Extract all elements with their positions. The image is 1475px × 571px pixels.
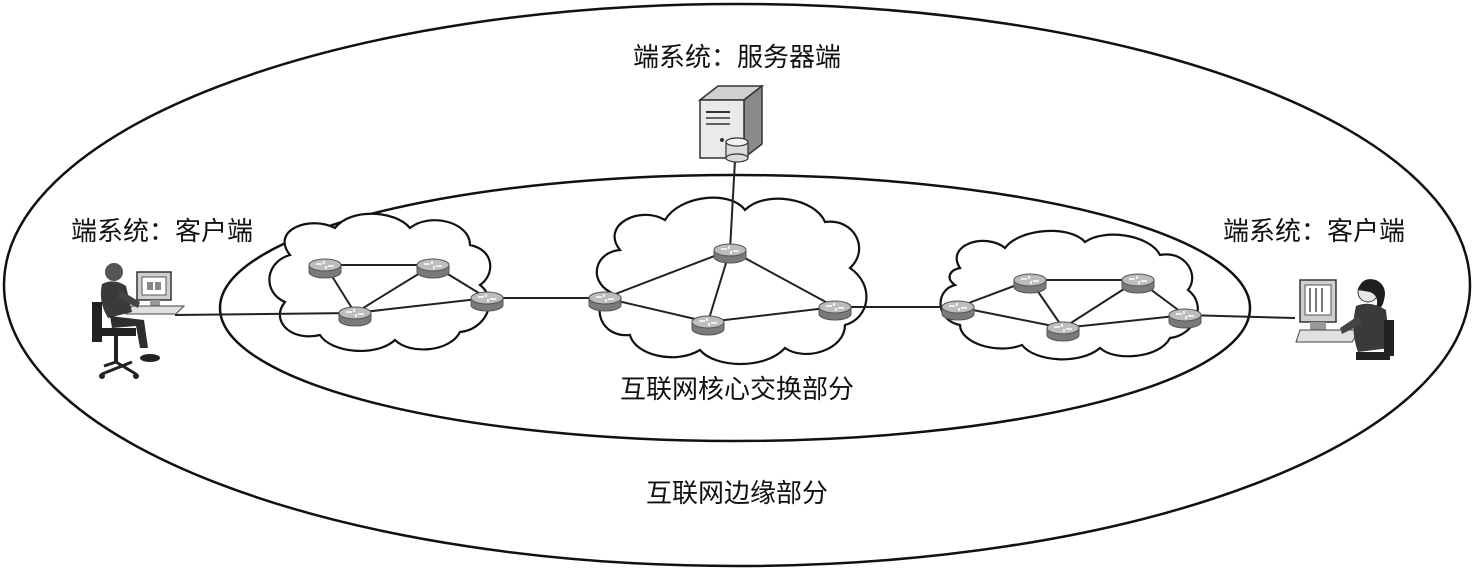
router-icon	[1168, 308, 1202, 329]
link	[729, 249, 836, 308]
client-right-label: 端系统：客户端	[1223, 217, 1405, 247]
man-at-computer-icon	[92, 263, 186, 379]
router-icon	[470, 291, 504, 312]
link	[604, 297, 709, 323]
link-client-right	[1184, 314, 1296, 319]
woman-at-computer-icon	[1295, 279, 1394, 360]
link	[354, 297, 488, 314]
router-icon	[308, 258, 342, 279]
router-icon	[1046, 321, 1080, 342]
cloud-middle	[595, 196, 868, 365]
link	[707, 306, 836, 323]
core-label: 互联网核心交换部分	[620, 375, 854, 405]
router-icon	[941, 300, 975, 321]
link-server	[729, 159, 736, 251]
cloud-left	[268, 212, 492, 353]
router-icon	[338, 306, 372, 327]
router-icon	[1013, 273, 1047, 294]
link	[957, 306, 1064, 329]
router-icon	[416, 258, 450, 279]
link	[604, 249, 731, 299]
router-icon	[1121, 273, 1155, 294]
server-label: 端系统：服务器端	[633, 43, 841, 73]
edge-label: 互联网边缘部分	[646, 479, 828, 509]
server-icon	[697, 84, 765, 163]
link-client-left	[174, 312, 356, 316]
router-icon	[818, 300, 852, 321]
link	[1062, 314, 1186, 329]
client-left-label: 端系统：客户端	[71, 217, 253, 247]
router-icon	[588, 291, 622, 312]
router-icon	[691, 315, 725, 336]
cloud-right	[939, 229, 1199, 361]
routers	[308, 243, 1202, 342]
router-icon	[713, 243, 747, 264]
